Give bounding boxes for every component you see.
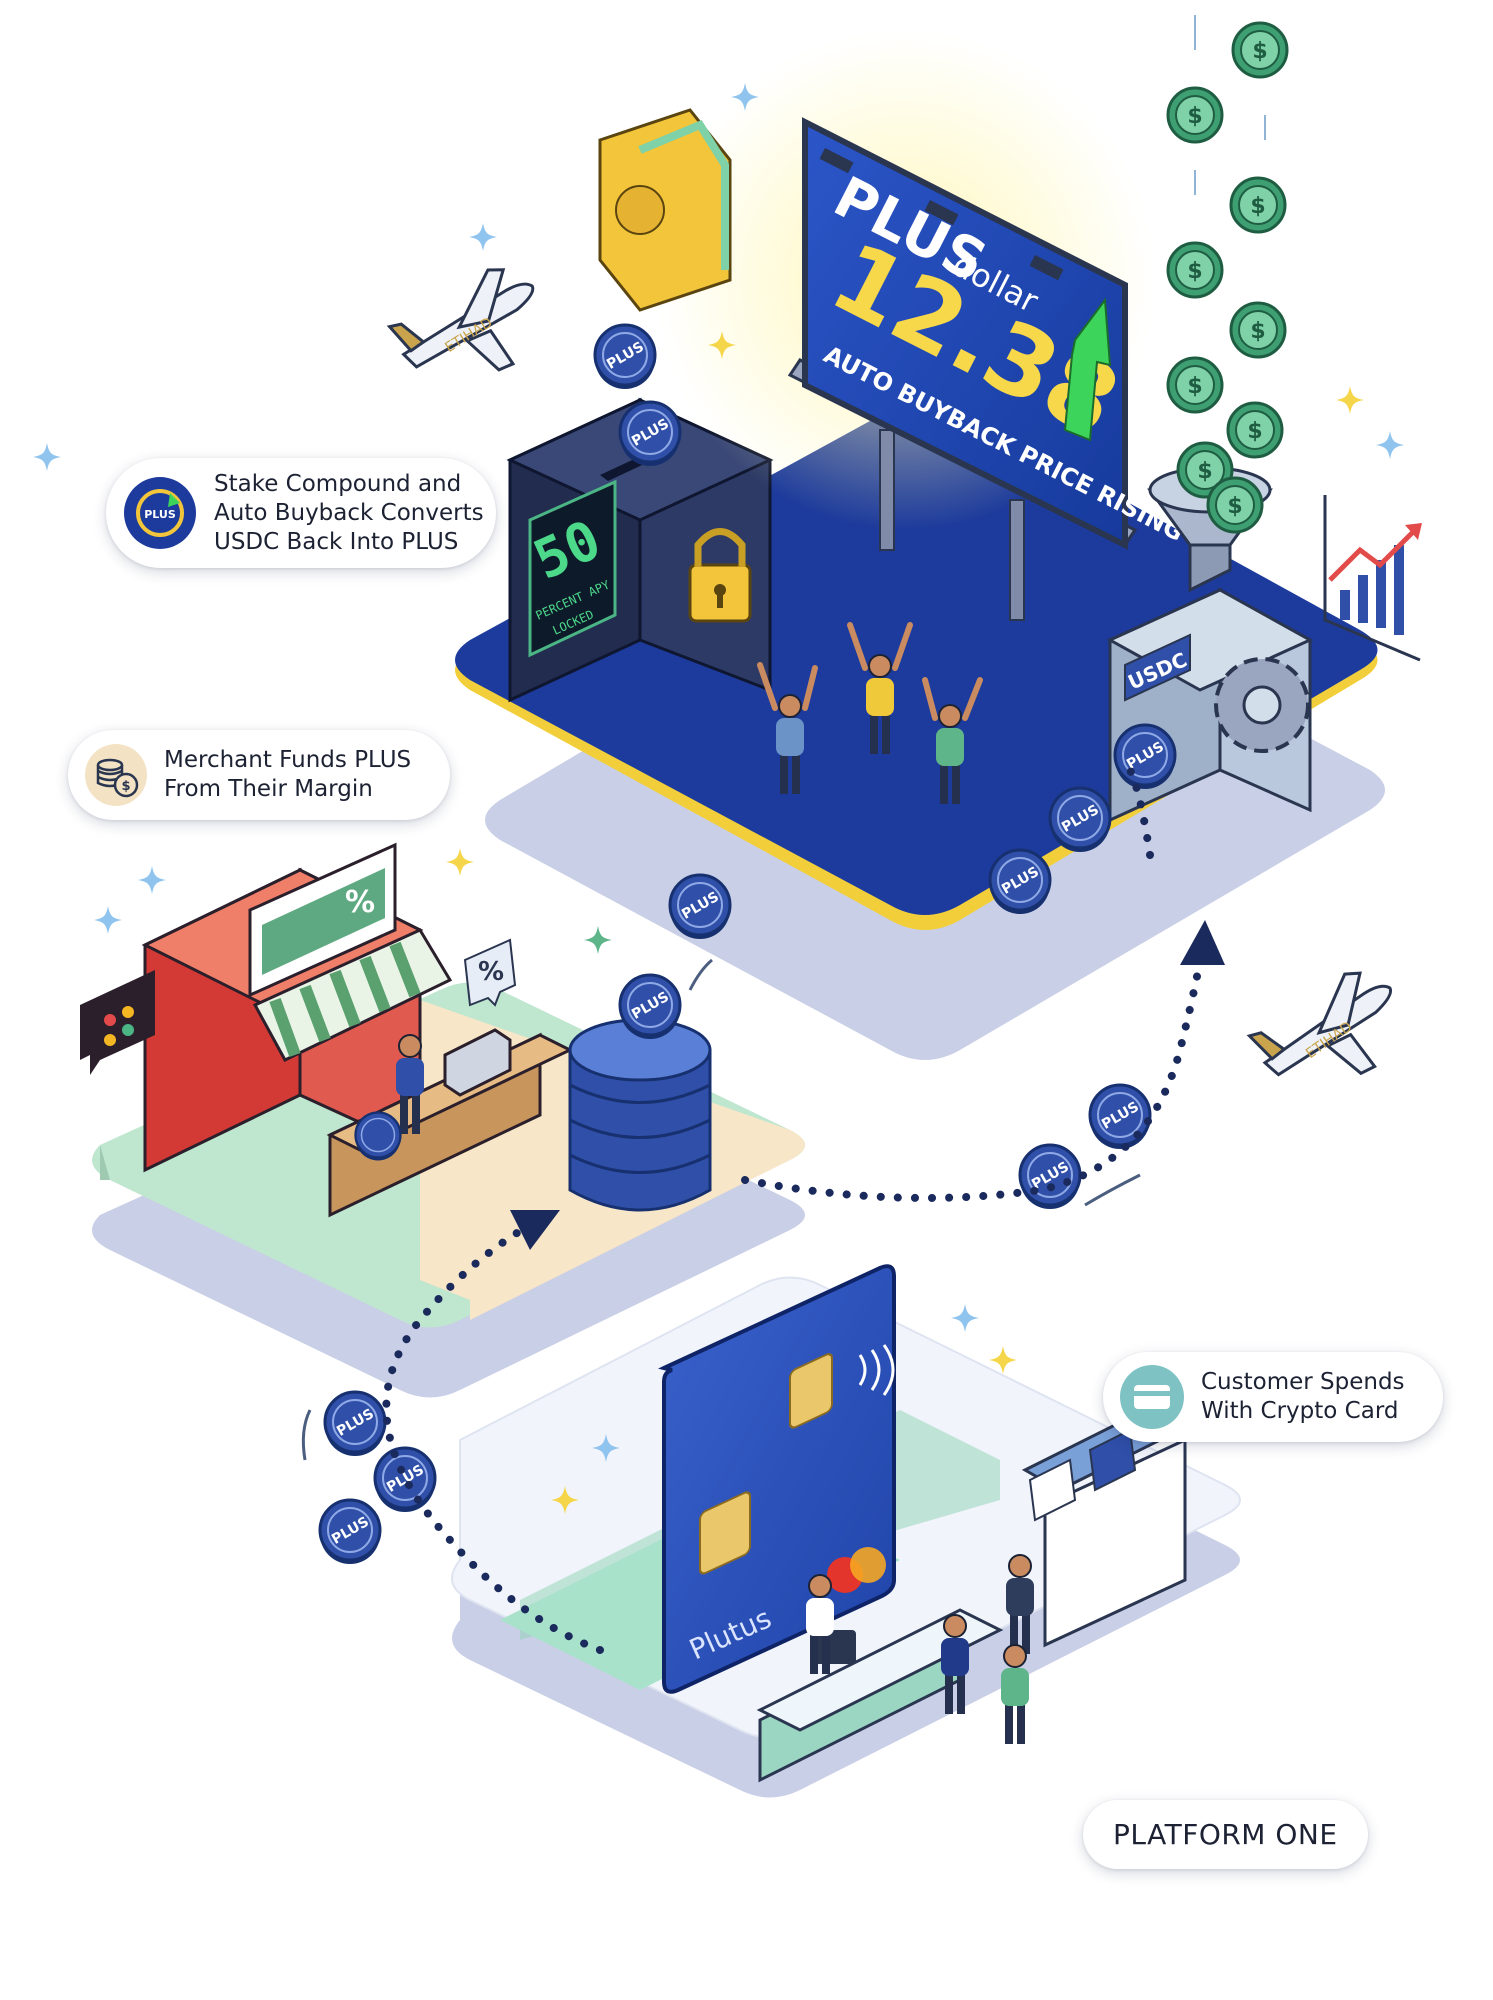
step-merchant-pill: $ Merchant Funds PLUS From Their Margin: [68, 730, 450, 820]
merchant-counter: %: [326, 938, 574, 1218]
stake-icon-label: PLUS: [144, 508, 176, 521]
svg-text:%: %: [478, 957, 504, 987]
stake-line3: USDC Back Into PLUS: [214, 528, 459, 555]
airplane-icon-top: ETIHAD: [380, 260, 550, 392]
platform-one-label: PLATFORM ONE: [1083, 1800, 1368, 1869]
cheering-people: [757, 622, 983, 805]
merchant-line1: Merchant Funds PLUS: [164, 747, 412, 773]
svg-text:%: %: [345, 885, 375, 920]
coins-dollar-icon: $: [85, 744, 147, 806]
credit-card-icon: [1120, 1365, 1184, 1429]
billboard: PLUS dollar 12.38 AUTO BUYBACK PRICE RIS…: [655, 30, 1188, 621]
arrow-head-merchant: [510, 1210, 560, 1250]
stake-line2: Auto Buyback Converts: [214, 499, 484, 526]
svg-text:$: $: [121, 779, 130, 794]
folder-icon: [598, 108, 732, 312]
coin-stack: [568, 1018, 712, 1212]
arrow-up-icon: [1063, 297, 1112, 442]
customer-line2: With Crypto Card: [1201, 1398, 1399, 1424]
step-stake-pill: PLUS Stake Compound and Auto Buyback Con…: [106, 458, 496, 568]
plus-refresh-icon: PLUS: [124, 477, 196, 549]
merchant-store: %: [80, 842, 453, 1173]
falling-usdc: [1166, 15, 1289, 534]
customer-line1: Customer Spends: [1201, 1369, 1405, 1395]
plus-coins: PLUSPLUSPLUSPLUSPLUSPLUSPLUSPLUSPLUSPLUS…: [318, 323, 1177, 1566]
bottom-shop: [756, 1398, 1204, 1783]
stake-line1: Stake Compound and: [214, 470, 462, 497]
arrow-head-stake: [1180, 920, 1225, 965]
step-customer-pill: Customer Spends With Crypto Card: [1103, 1352, 1443, 1442]
airplane-icon-right: ETIHAD: [1238, 962, 1411, 1101]
merchant-line2: From Their Margin: [164, 776, 373, 802]
growth-chart-icon: [1323, 495, 1422, 662]
flow-arrows: [382, 766, 1204, 1654]
